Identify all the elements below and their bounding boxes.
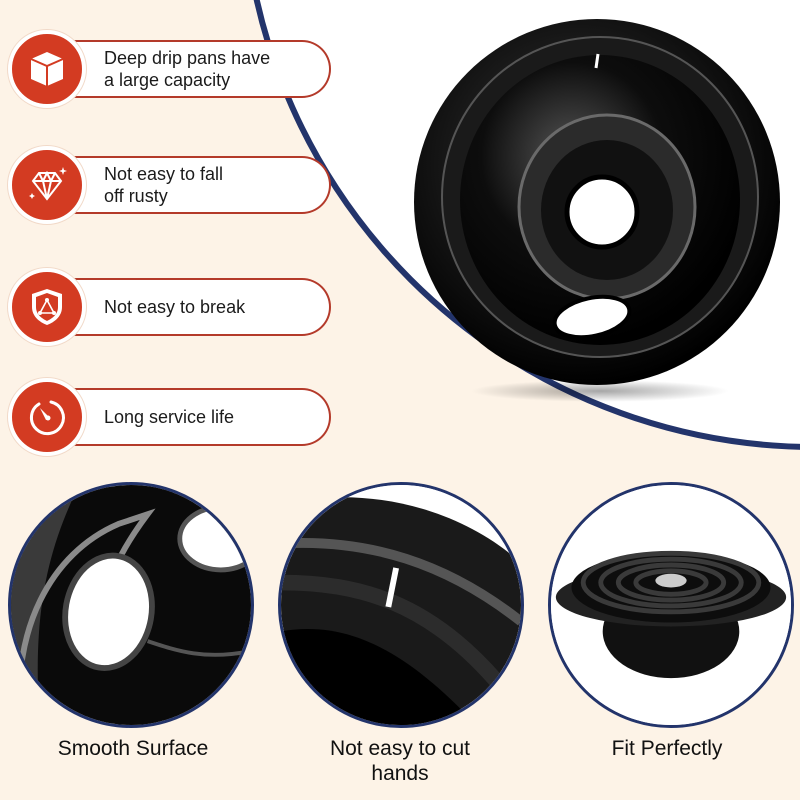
feature-label: Not easy to break — [104, 297, 246, 317]
feature-rust-resistant: Not easy to fall off rusty — [8, 146, 338, 224]
feature-long-life: Long service life — [8, 378, 338, 456]
feature-label: Deep drip pans have a large capacity — [104, 48, 271, 90]
cube-icon — [8, 30, 86, 108]
product-shadow — [470, 380, 730, 402]
timer-icon — [8, 378, 86, 456]
feature-large-capacity: Deep drip pans have a large capacity — [8, 30, 338, 108]
smooth-surface-image — [8, 482, 254, 728]
caption-safe-edges: Not easy to cut hands — [329, 737, 471, 785]
feature-pill: Not easy to fall off rusty — [58, 156, 331, 214]
feature-pill: Deep drip pans have a large capacity — [58, 40, 331, 98]
feature-label: Long service life — [104, 407, 235, 427]
feature-durable: Not easy to break — [8, 268, 338, 346]
caption-fit-perfectly: Fit Perfectly — [611, 737, 723, 760]
shield-icon — [8, 268, 86, 346]
feature-label: Not easy to fall off rusty — [104, 164, 224, 206]
drip-pan-image — [412, 12, 782, 387]
rim-edge-image — [278, 482, 524, 728]
diamond-icon — [8, 146, 86, 224]
burner-fit-image — [548, 482, 794, 728]
feature-pill: Long service life — [58, 388, 331, 446]
feature-pill: Not easy to break — [58, 278, 331, 336]
caption-smooth-surface: Smooth Surface — [57, 737, 209, 760]
